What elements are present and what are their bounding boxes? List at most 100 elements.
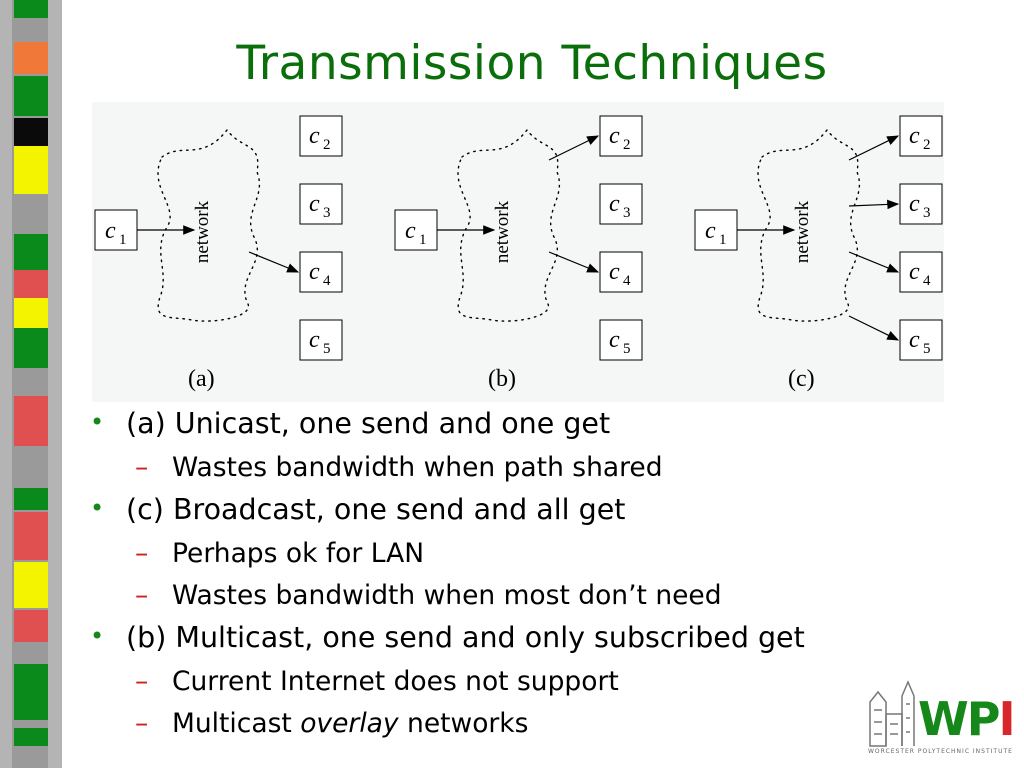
receiver-label: c [609,123,620,149]
text-pre: Multicast [172,708,301,739]
building-icon [869,680,915,747]
receiver-box [899,319,943,361]
stripe-block [14,488,48,510]
receiver-box [299,115,343,157]
bullet-dot-icon: • [90,622,105,650]
logo-subtitle: WORCESTER POLYTECHNIC INSTITUTE [868,748,1013,755]
stripe-block [14,298,48,328]
stripe-block [14,328,48,368]
stripe-block [14,446,48,484]
sub-bullet: – Multicast overlay networks [90,704,890,746]
receiver-label: c [609,327,620,353]
receiver-arrow [248,251,300,273]
receiver-arrow [848,315,900,341]
receiver-arrow [848,135,900,161]
network-cloud [457,128,561,322]
sender-box [94,209,138,251]
receiver-label: c [909,259,920,285]
stripe-block [14,234,48,270]
wpi-logo: WPI WORCESTER POLYTECHNIC INSTITUTE [866,672,1016,758]
sub-bullet: – Wastes bandwidth when most don’t need [90,576,890,618]
network-label: network [792,200,813,263]
panel-label: (c) [788,366,815,392]
receiver-label: c [909,123,920,149]
receiver-subscript: 5 [923,341,931,357]
receiver-label: c [909,191,920,217]
receiver-subscript: 2 [623,137,631,153]
decorative-color-stripe [0,0,62,768]
dash-icon: – [135,580,149,611]
receiver-label: c [609,259,620,285]
receiver-subscript: 3 [623,205,631,221]
receiver-label: c [309,327,320,353]
receiver-box [899,183,943,225]
sub-bullet-text: Wastes bandwidth when path shared [172,452,663,483]
panel-label: (b) [488,366,516,392]
slide-title: Transmission Techniques [236,36,828,91]
stripe-block [14,42,48,74]
receiver-subscript: 4 [623,273,631,289]
receiver-arrow [548,135,600,161]
sender-subscript: 1 [719,232,727,248]
stripe-block [14,0,48,18]
bullet-list: • (a) Unicast, one send and one get – Wa… [90,404,890,746]
dash-icon: – [135,538,149,569]
receiver-box [599,251,643,293]
sender-label: c [405,218,416,244]
bullet-dot-icon: • [90,494,105,522]
sender-box [394,209,438,251]
logo-letter-i: I [998,692,1015,746]
receiver-subscript: 4 [323,273,331,289]
dash-icon: – [135,708,149,739]
stripe-block [14,610,48,642]
bullet-unicast: • (a) Unicast, one send and one get [90,404,890,448]
receiver-subscript: 2 [323,137,331,153]
sub-bullet-text: Wastes bandwidth when most don’t need [172,580,722,611]
sub-bullet-text: Multicast overlay networks [172,708,528,739]
stripe-block [14,270,48,298]
sub-bullet-text: Current Internet does not support [172,666,619,697]
stripe-block [14,396,48,446]
receiver-subscript: 5 [323,341,331,357]
receiver-box [599,319,643,361]
bullet-text: (b) Multicast, one send and only subscri… [126,621,805,654]
dash-icon: – [135,666,149,697]
receiver-subscript: 3 [923,205,931,221]
receiver-label: c [909,327,920,353]
receiver-arrow [848,199,900,210]
receiver-subscript: 4 [923,273,931,289]
text-post: networks [398,708,529,739]
logo-letter-p: P [966,692,1001,746]
stripe-block [14,118,48,146]
dash-icon: – [135,452,149,483]
receiver-box [599,115,643,157]
receiver-label: c [309,259,320,285]
sub-bullet: – Wastes bandwidth when path shared [90,448,890,490]
network-label: network [192,200,213,263]
receiver-arrow [848,251,900,273]
sub-bullet-text: Perhaps ok for LAN [172,538,425,569]
text-emphasis: overlay [300,708,399,739]
sub-bullet: – Current Internet does not support [90,662,890,704]
receiver-label: c [609,191,620,217]
sender-label: c [705,218,716,244]
bullet-multicast: • (b) Multicast, one send and only subsc… [90,618,890,662]
stripe-block [14,512,48,560]
stripe-block [14,562,48,608]
receiver-subscript: 5 [623,341,631,357]
receiver-subscript: 2 [923,137,931,153]
receiver-box [299,183,343,225]
network-label: network [492,200,513,263]
bullet-text: (a) Unicast, one send and one get [126,407,611,440]
sender-box [694,209,738,251]
receiver-subscript: 3 [323,205,331,221]
receiver-label: c [309,123,320,149]
network-cloud [757,128,861,322]
panel-label: (a) [188,366,215,392]
receiver-arrow [548,251,600,273]
bullet-dot-icon: • [90,408,105,436]
bullet-text: (c) Broadcast, one send and all get [126,493,626,526]
receiver-label: c [309,191,320,217]
